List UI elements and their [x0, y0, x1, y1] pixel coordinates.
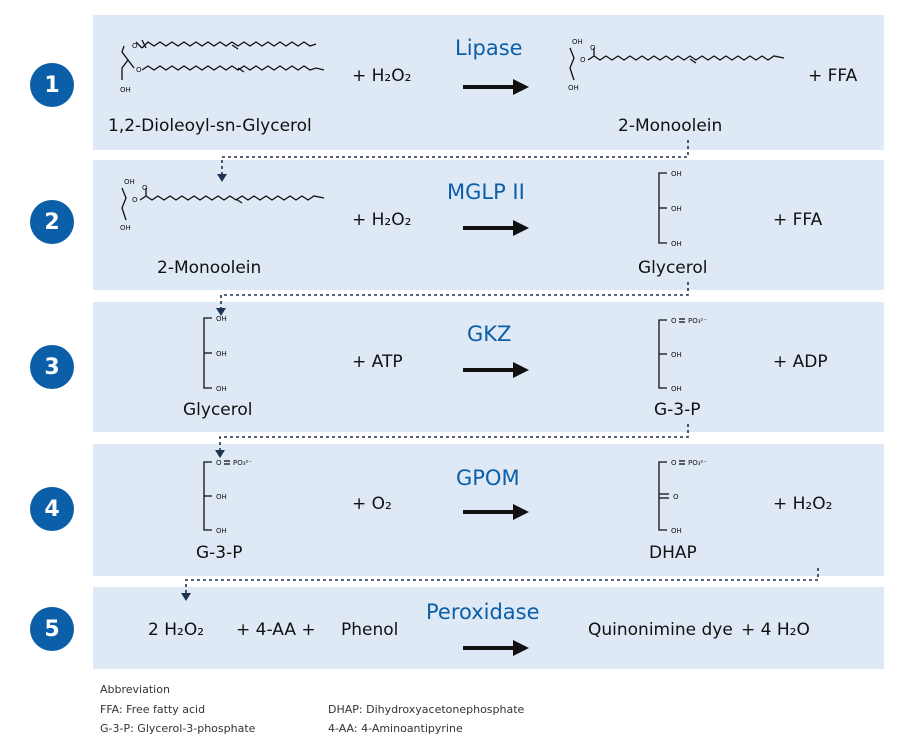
- oh-label: OH: [124, 178, 135, 186]
- step-1-substrate-label: 1,2-Dioleoyl-sn-Glycerol: [108, 116, 312, 136]
- step-3-panel: [93, 302, 884, 432]
- step-3-reagent: + ATP: [352, 352, 403, 372]
- oh-label: OH: [216, 493, 227, 501]
- step-5-reagent-phenol: Phenol: [341, 620, 399, 640]
- step-5-enzyme: Peroxidase: [426, 600, 540, 624]
- step-4-enzyme: GPOM: [456, 466, 520, 490]
- step-2-byproduct: + FFA: [773, 210, 823, 230]
- step-3-badge: 3: [30, 345, 74, 389]
- oh-label: OH: [671, 351, 682, 359]
- phosphate-o-label: O: [671, 317, 677, 325]
- oh-label: O: [132, 42, 138, 50]
- step-2-reagent: + H₂O₂: [352, 210, 412, 230]
- phosphate-o-label: O: [671, 459, 677, 467]
- step-5-badge: 5: [30, 607, 74, 651]
- oh-label: OH: [216, 527, 227, 535]
- ester-o-label: O: [132, 196, 138, 204]
- dioleoyl-glycerol-structure: O O OH: [120, 39, 325, 94]
- oh-label: OH: [120, 224, 131, 232]
- step-1-product-label: 2-Monoolein: [618, 116, 723, 136]
- abbreviation-g3p: G-3-P: Glycerol-3-phosphate: [100, 722, 256, 735]
- reaction-arrow: [463, 504, 529, 520]
- carbonyl-o-label: O: [142, 184, 148, 192]
- oh-label: OH: [572, 38, 583, 46]
- oh-label: OH: [120, 86, 131, 94]
- reaction-arrow: [463, 79, 529, 95]
- step-5-byproduct: + 4 H₂O: [741, 620, 810, 640]
- abbreviation-4aa: 4-AA: 4-Aminoantipyrine: [328, 722, 463, 735]
- oh-label: OH: [671, 385, 682, 393]
- step-3-byproduct: + ADP: [773, 352, 828, 372]
- step-5-reagent: + 4-AA +: [236, 620, 316, 640]
- reaction-arrow: [463, 362, 529, 378]
- ester-o-label: O: [136, 66, 142, 74]
- g3p-structure: O PO₃²⁻ OH OH: [203, 459, 252, 535]
- dhap-structure: O PO₃²⁻ O OH: [658, 459, 707, 535]
- monoolein-structure: OH OH O O: [120, 178, 325, 232]
- step-4-byproduct: + H₂O₂: [773, 494, 833, 514]
- oh-label: OH: [216, 315, 227, 323]
- step-2-enzyme: MGLP II: [447, 180, 525, 204]
- step-4-product-label: DHAP: [649, 543, 697, 563]
- oh-label: OH: [216, 350, 227, 358]
- oh-label: OH: [671, 527, 682, 535]
- step-3-product-label: G-3-P: [654, 400, 701, 420]
- g3p-structure: O PO₃²⁻ OH OH: [658, 317, 707, 393]
- phosphate-label: PO₃²⁻: [688, 459, 707, 467]
- reaction-arrow: [463, 640, 529, 656]
- oh-label: OH: [671, 240, 682, 248]
- phosphate-label: PO₃²⁻: [233, 459, 252, 467]
- step-1-badge: 1: [30, 63, 74, 107]
- step-2-badge: 2: [30, 200, 74, 244]
- phosphate-o-label: O: [216, 459, 222, 467]
- abbreviation-ffa: FFA: Free fatty acid: [100, 703, 206, 716]
- step-3-enzyme: GKZ: [467, 322, 512, 346]
- ester-o-label: O: [580, 56, 586, 64]
- oh-label: OH: [216, 385, 227, 393]
- step-5-panel: [93, 587, 884, 669]
- step-1-byproduct: + FFA: [808, 66, 858, 86]
- oh-label: OH: [568, 84, 579, 92]
- abbreviation-dhap: DHAP: Dihydroxyacetonephosphate: [328, 703, 525, 716]
- oh-label: OH: [671, 205, 682, 213]
- step-5-substrate: 2 H₂O₂: [148, 620, 205, 640]
- glycerol-structure: OH OH OH: [658, 170, 682, 248]
- abbreviation-title: Abbreviation: [100, 683, 170, 696]
- keto-o-label: O: [673, 493, 679, 501]
- step-3-substrate-label: Glycerol: [183, 400, 253, 420]
- step-4-badge: 4: [30, 487, 74, 531]
- step-4-substrate-label: G-3-P: [196, 543, 243, 563]
- oh-label: OH: [671, 170, 682, 178]
- glycerol-structure: OH OH OH: [203, 315, 227, 393]
- step-1-reagent: + H₂O₂: [352, 66, 412, 86]
- phosphate-label: PO₃²⁻: [688, 317, 707, 325]
- reaction-arrow: [463, 220, 529, 236]
- step-2-substrate-label: 2-Monoolein: [157, 258, 262, 278]
- step-1-enzyme: Lipase: [455, 36, 523, 60]
- step-1-panel: [93, 15, 884, 150]
- step-4-reagent: + O₂: [352, 494, 392, 514]
- carbonyl-o-label: O: [590, 44, 596, 52]
- step-5-product: Quinonimine dye: [588, 620, 733, 640]
- step-2-product-label: Glycerol: [638, 258, 708, 278]
- monoolein-structure: OH OH O O: [568, 38, 785, 92]
